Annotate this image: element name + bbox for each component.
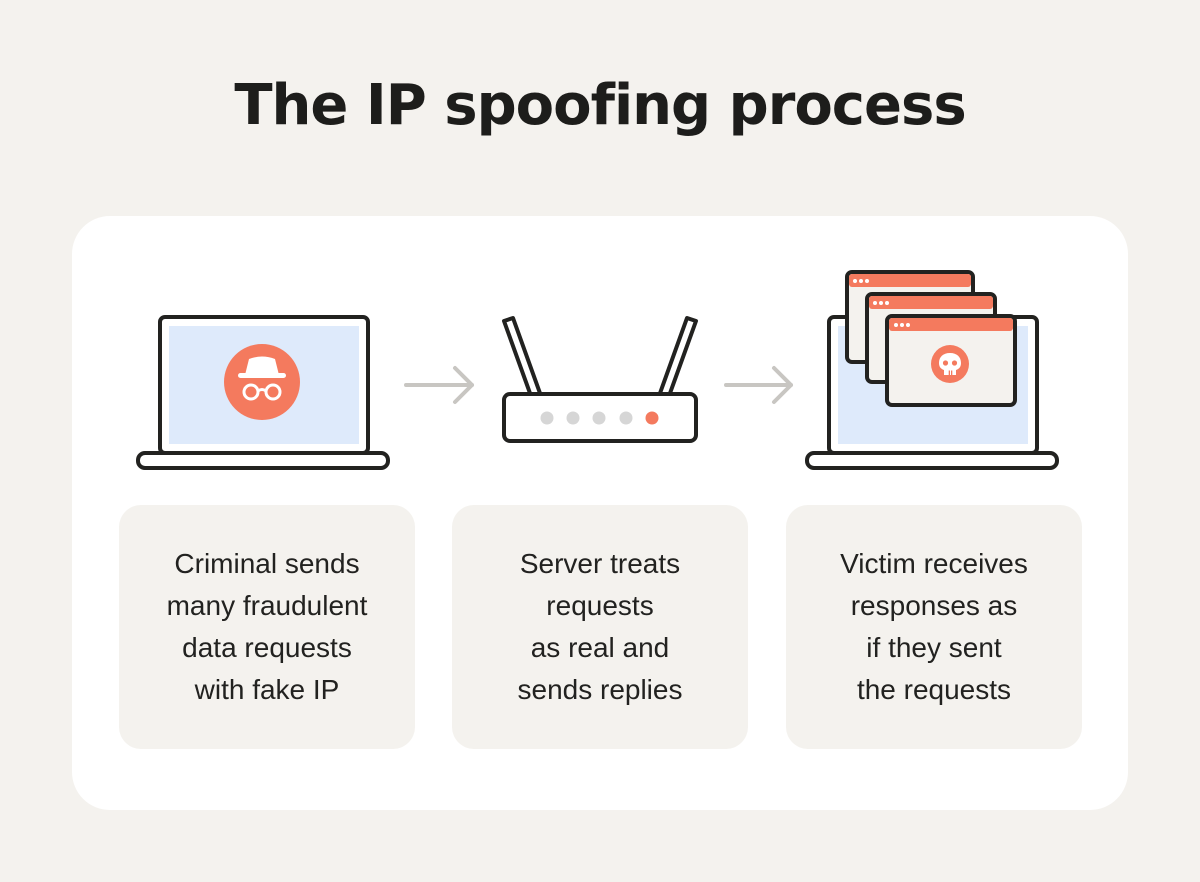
step-3-caption: Victim receives responses as if they sen… [840,548,1028,705]
criminal-laptop-icon [136,315,390,470]
incognito-icon [224,344,300,420]
step-1-caption-box: Criminal sends many fraudulent data requ… [119,505,415,749]
arrow-right-icon [404,366,474,404]
page-title: The IP spoofing process [234,73,966,138]
victim-laptop-icon [805,270,1059,470]
arrow-right-icon [724,366,793,404]
step-2-caption: Server treats requests as real and sends… [517,548,683,705]
router-icon [502,316,698,443]
step-1-caption: Criminal sends many fraudulent data requ… [166,548,368,705]
step-2-caption-box: Server treats requests as real and sends… [452,505,748,749]
step-3-caption-box: Victim receives responses as if they sen… [786,505,1082,749]
skull-icon [931,345,969,383]
